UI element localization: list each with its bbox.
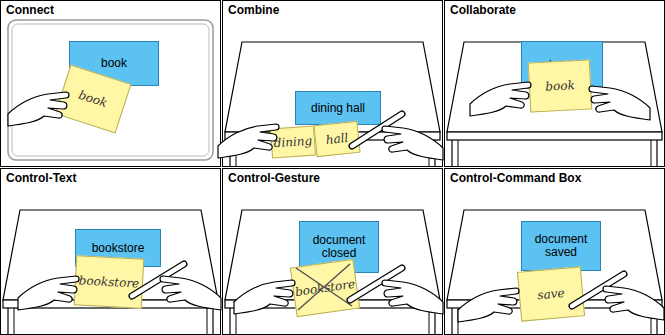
display-box: dining hall bbox=[295, 91, 381, 125]
hand-drawing bbox=[160, 276, 221, 310]
hand-drawing bbox=[470, 82, 531, 116]
display-text: document closed bbox=[302, 234, 376, 260]
panel-title: Control-Command Box bbox=[450, 171, 581, 185]
handwritten-text: book bbox=[545, 78, 575, 94]
sticky-note: save bbox=[517, 266, 585, 321]
pen-drawing bbox=[132, 264, 184, 296]
hand-drawing bbox=[234, 280, 295, 314]
hand-drawing bbox=[382, 280, 443, 314]
hand-drawing bbox=[18, 276, 79, 310]
handwritten-text: save bbox=[537, 286, 565, 302]
table-drawing bbox=[447, 210, 662, 335]
panel-title: Control-Gesture bbox=[228, 171, 320, 185]
handwritten-text: hall bbox=[325, 131, 349, 147]
handwritten-text: bookstore bbox=[294, 277, 356, 299]
panel-frame: Combine dining hall dining hall bbox=[222, 0, 443, 167]
panel-frame: Collaboratebookbook bbox=[444, 0, 665, 167]
cross-out-gesture bbox=[296, 264, 352, 310]
panel-frame: Control-Text bookstore bookstore bbox=[0, 168, 221, 335]
pen-drawing bbox=[572, 274, 624, 306]
pen-drawing bbox=[352, 114, 402, 146]
sticky-note: bookstore bbox=[74, 255, 145, 308]
handwritten-text: book bbox=[77, 88, 109, 110]
panel-title: Collaborate bbox=[450, 3, 516, 17]
pen-drawing bbox=[350, 268, 402, 300]
panel-frame: Connect book book bbox=[0, 0, 221, 167]
hand-drawing bbox=[218, 124, 279, 158]
display-text: bookstore bbox=[92, 242, 145, 255]
panel-frame: Control-Gesture document closed bookstore bbox=[222, 168, 443, 335]
handwritten-text: dining bbox=[273, 134, 312, 151]
hand-drawing bbox=[458, 288, 519, 322]
display-text: dining hall bbox=[311, 102, 365, 115]
display-box: document saved bbox=[521, 221, 601, 271]
sticky-note: book bbox=[528, 59, 593, 112]
panel-frame: Control-Command Box document saved save bbox=[444, 168, 665, 335]
table-drawing bbox=[225, 42, 440, 167]
table-drawing bbox=[225, 210, 440, 335]
table-drawing bbox=[447, 42, 662, 167]
handwritten-text: bookstore bbox=[78, 273, 139, 290]
panel-title: Control-Text bbox=[6, 171, 76, 185]
tablet-outline bbox=[8, 20, 213, 160]
sticky-note: hall bbox=[313, 121, 360, 157]
hand-drawing bbox=[589, 86, 650, 120]
hand-drawing bbox=[8, 92, 69, 126]
display-text: document saved bbox=[524, 233, 598, 259]
panel-title: Connect bbox=[6, 3, 54, 17]
table-drawing bbox=[3, 210, 218, 335]
display-text: book bbox=[101, 57, 127, 70]
hand-drawing bbox=[603, 286, 664, 320]
hand-drawing bbox=[382, 126, 443, 160]
sticky-note: dining bbox=[270, 126, 316, 159]
panel-title: Combine bbox=[228, 3, 279, 17]
sticky-note: bookstore bbox=[290, 259, 360, 317]
